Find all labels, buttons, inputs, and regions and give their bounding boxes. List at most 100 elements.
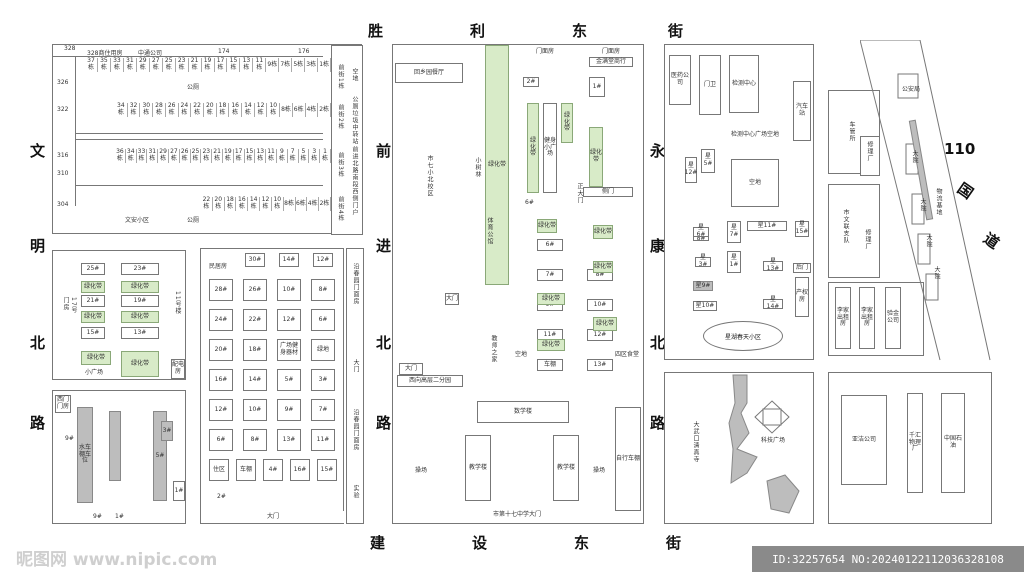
d-building: 5# <box>277 369 301 391</box>
building-label: 12栋 <box>260 197 272 211</box>
e-main-gate: 正大门 <box>576 183 583 204</box>
e-field-1: 操场 <box>415 467 428 474</box>
f-back-gate: 后门 <box>793 263 811 273</box>
hw-yard-4 <box>925 273 939 301</box>
block-a-label-328: 328 <box>64 45 76 52</box>
f-star7: 星7# <box>727 221 741 243</box>
d-14t: 14# <box>279 253 299 267</box>
d-12t: 12# <box>313 253 333 267</box>
f-star5: 星5# <box>701 149 715 173</box>
block-a-vertical: 前进北路南段西侧门户 <box>351 146 358 216</box>
e-teach-2: 教学楼 <box>553 435 579 501</box>
building-label: 23栋 <box>201 149 213 163</box>
building-label: 30栋 <box>140 103 154 117</box>
d-building: 22# <box>243 309 267 331</box>
road-left-3: 北 <box>30 334 46 352</box>
d-building: 26# <box>243 279 267 301</box>
e-shop-2: 门面房 <box>589 47 633 57</box>
d-building: 12# <box>209 399 233 421</box>
building-label: 26栋 <box>165 103 179 117</box>
c-3: 3# <box>161 421 173 441</box>
highway-number: 110 <box>944 140 976 158</box>
block-g4: 李家出租房 李家出租房 验金公司 <box>828 282 924 356</box>
building-label: 37栋 <box>85 58 98 72</box>
f-bus: 汽车站 <box>793 81 811 141</box>
block-g5: 亚洁公司 千汇物理厂 中国石油 <box>828 372 992 524</box>
block-a-side-326: 326 <box>57 79 69 86</box>
d-building: 10# <box>277 279 301 301</box>
road-left-2: 明 <box>30 237 46 255</box>
building-label: 8栋 <box>280 103 293 117</box>
d-building: 车棚 <box>236 459 256 481</box>
building-label: 16栋 <box>229 103 243 117</box>
e-fitness: 健身小广场 <box>543 103 557 193</box>
f-kongdi: 空地 <box>731 159 779 207</box>
road-top-2: 利 <box>470 22 486 40</box>
e-building: 10# <box>587 299 613 311</box>
building-label: 4栋 <box>307 197 320 211</box>
road-mid2-2: 康 <box>650 237 666 255</box>
block-f: 医药公司 门卫 检测中心 检测中心广场空地 空地 汽车站 星12# 星5# 星7… <box>664 44 814 360</box>
block-a-divider <box>53 56 323 57</box>
building-label: 21栋 <box>212 149 223 163</box>
road-left-4: 路 <box>30 414 46 432</box>
f-star13: 星13# <box>763 259 783 272</box>
building-label: 24栋 <box>178 103 192 117</box>
building-label: 15栋 <box>244 149 256 163</box>
building-label: 14栋 <box>248 197 261 211</box>
b-green-2: 绿化带 <box>121 281 159 293</box>
hw-gongan: 公安局 <box>902 86 921 93</box>
building-label: 31栋 <box>147 149 159 163</box>
building-label: 31栋 <box>123 58 137 72</box>
d-gate-2: 大门 <box>352 359 359 373</box>
building-label: 26栋 <box>179 149 191 163</box>
building-label: 11栋 <box>266 149 277 163</box>
road-top-4: 街 <box>668 22 684 40</box>
hw-wuliu: 物流基地 <box>935 188 942 216</box>
h-plaza-square <box>762 408 782 426</box>
block-a-label-328b: 328商住用房 <box>87 50 123 57</box>
block-b: 25# 23# 绿化带 绿化带 21# 19# 绿化带 绿化带 15# 13# … <box>52 250 186 380</box>
road-bottom-4: 街 <box>666 534 682 552</box>
road-bottom-1: 建 <box>370 534 386 552</box>
building-label: 32栋 <box>127 103 141 117</box>
road-mid2-4: 路 <box>650 414 666 432</box>
building-label: 27栋 <box>168 149 180 163</box>
building-label: 25栋 <box>190 149 202 163</box>
e-bldg-1: 1# <box>589 77 605 97</box>
building-label: 36栋 <box>115 149 126 163</box>
d-building: 20# <box>209 339 233 361</box>
d-lab: 实验 <box>352 485 359 499</box>
d-building: 24# <box>209 309 233 331</box>
block-d-east: 沿春园门面房 大门 沿春园门面房 实验 <box>346 248 364 524</box>
f-star3: 星3# <box>695 255 711 268</box>
e-building: 13# <box>587 359 613 371</box>
id-bar-text: ID:32257654 NO:20240122112036328108 <box>772 552 1004 566</box>
e-shop-1: 门面房 <box>523 47 567 57</box>
e-math: 数学楼 <box>477 401 569 423</box>
building-label: 34栋 <box>125 149 137 163</box>
f-oval: 星湖春天小区 <box>703 321 783 351</box>
f-big-gate <box>669 227 683 239</box>
g-repair-2: 修理厂 <box>864 229 871 250</box>
block-a: 328 328商住用房 中通公司 174 176 326 322 316 310… <box>52 44 363 235</box>
road-mid2-3: 北 <box>650 334 666 352</box>
b-green-5: 绿化带 <box>81 351 111 365</box>
road-left-1: 文 <box>30 142 46 160</box>
d-gate: 大门 <box>201 511 345 523</box>
block-a-side-322: 322 <box>57 106 69 113</box>
highway-edge-2 <box>860 40 941 361</box>
d-building: 9# <box>277 399 301 421</box>
building-label: 9栋 <box>276 149 288 163</box>
d-building: 15# <box>317 459 337 481</box>
building-label: 10栋 <box>271 197 284 211</box>
d-building: 10# <box>243 399 267 421</box>
block-a-label-174: 174 <box>218 48 230 55</box>
block-h: 大武口清真寺 科技广场 <box>664 372 814 524</box>
d-building: 住区 <box>209 459 229 481</box>
e-green-patch: 绿化带 <box>593 261 613 273</box>
building-label: 34栋 <box>115 103 128 117</box>
c-9b: 9# <box>93 513 102 520</box>
g-repair: 修理厂 <box>866 141 873 162</box>
